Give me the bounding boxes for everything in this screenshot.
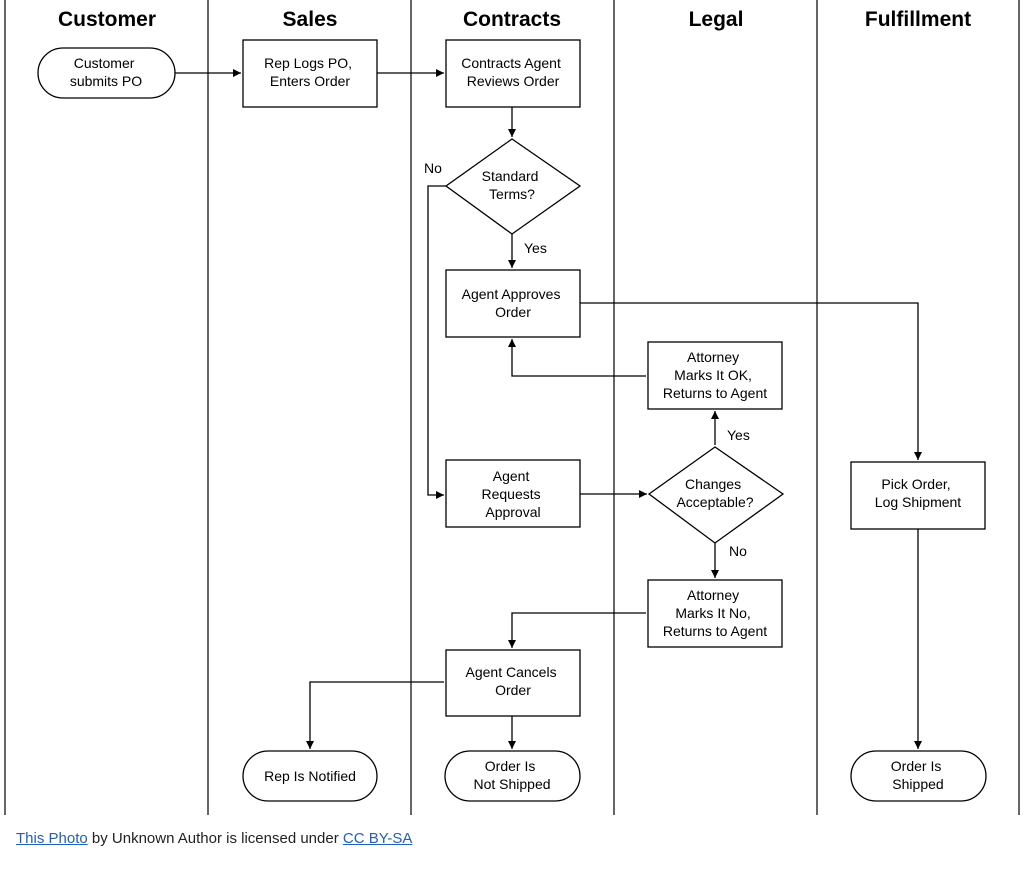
node-text-line: Pick Order,	[881, 476, 950, 492]
node-order-not-shipped: Order Is Not Shipped	[444, 750, 581, 802]
node-text-line: Returns to Agent	[663, 623, 767, 639]
node-text-line: Attorney	[687, 587, 739, 603]
node-pick-order: Pick Order, Log Shipment	[850, 461, 986, 530]
process-box	[445, 459, 581, 528]
node-text-line: Order	[495, 682, 531, 698]
credit-text: by Unknown Author is licensed under	[87, 830, 343, 847]
terminal-shape	[242, 750, 378, 802]
svg-text:Changes Acceptable?: Changes Acceptable?	[676, 476, 753, 510]
swimlane-flowchart: Customer Sales Contracts Legal Fulfillme…	[4, 0, 1020, 815]
node-text-line: Agent Cancels	[466, 664, 557, 680]
node-text-line: Reviews Order	[467, 73, 560, 89]
node-text-line: Standard	[482, 168, 539, 184]
arrow-approve-to-pick	[580, 302, 922, 460]
node-attorney-marks-no: Attorney Marks It No, Returns to Agent	[647, 579, 783, 648]
svg-text:Order Is Shipped: Order Is Shipped	[891, 758, 945, 792]
lane-title-fulfillment: Fulfillment	[865, 8, 971, 31]
node-agent-cancels-order: Agent Cancels Order	[445, 649, 581, 717]
process-box	[445, 269, 581, 338]
svg-text:Agent Approves Order: Agent Approves Order	[462, 286, 565, 320]
node-rep-is-notified: Rep Is Notified	[242, 750, 378, 802]
node-text-line: Marks It No,	[675, 605, 750, 621]
svg-text:Rep Is Notified: Rep Is Notified	[264, 768, 356, 784]
node-agent-reviews-order: Contracts Agent Reviews Order	[445, 39, 581, 108]
terminal-shape	[850, 750, 987, 802]
node-text-line: Rep Is Notified	[264, 768, 356, 784]
lane-dividers	[4, 0, 1020, 815]
svg-text:Rep Logs PO, Enters Orde: Rep Logs PO, Enters Order	[264, 55, 356, 89]
svg-text:Standard Terms?: Standard Terms?	[482, 168, 543, 202]
terminal-shape	[37, 47, 176, 99]
photo-credit: This Photo by Unknown Author is licensed…	[16, 830, 412, 847]
svg-text:Order Is Not Shipped: Order Is Not Shipped	[473, 758, 550, 792]
node-text-line: Agent	[493, 468, 530, 484]
node-text-line: Contracts Agent	[461, 55, 561, 71]
edge-label-changes-yes: Yes	[727, 427, 750, 443]
node-order-is-shipped: Order Is Shipped	[850, 750, 987, 802]
process-box	[242, 39, 378, 108]
process-box	[850, 461, 986, 530]
node-attorney-marks-ok: Attorney Marks It OK, Returns to Agent	[647, 341, 783, 410]
svg-text:Pick Order, Log Shipment: Pick Order, Log Shipment	[875, 476, 962, 510]
lane-title-sales: Sales	[283, 8, 338, 31]
node-changes-acceptable-decision: Changes Acceptable?	[647, 446, 785, 544]
license-link[interactable]: CC BY-SA	[342, 830, 413, 847]
connectors	[175, 69, 922, 749]
process-box	[445, 649, 581, 717]
lane-title-legal: Legal	[689, 8, 744, 31]
svg-text:Agent Cancels Order: Agent Cancels Order	[466, 664, 561, 698]
node-text-line: Returns to Agent	[663, 385, 767, 401]
terminal-shape	[444, 750, 581, 802]
edge-label-standard-terms-yes: Yes	[524, 240, 547, 256]
node-text-line: Customer	[74, 55, 135, 71]
node-text-line: Rep Logs PO,	[264, 55, 352, 71]
node-text-line: Log Shipment	[875, 494, 962, 510]
node-text-line: Acceptable?	[676, 494, 753, 510]
svg-text:Contracts Agent Reviews: Contracts Agent Reviews Order	[461, 55, 565, 89]
node-text-line: Not Shipped	[473, 776, 550, 792]
arrow-terms-no	[427, 185, 446, 499]
svg-text:Attorney Marks It No,: Attorney Marks It No, Returns to Agent	[663, 587, 767, 639]
lane-title-contracts: Contracts	[463, 8, 561, 31]
svg-text:Agent Requests App: Agent Requests Approval	[481, 468, 544, 520]
node-agent-requests-approval: Agent Requests Approval	[445, 459, 581, 528]
node-text-line: Shipped	[892, 776, 943, 792]
node-agent-approves-order: Agent Approves Order	[445, 269, 581, 338]
process-box	[445, 39, 581, 108]
photo-link[interactable]: This Photo	[16, 830, 88, 847]
node-rep-logs-po: Rep Logs PO, Enters Order	[242, 39, 378, 108]
node-text-line: submits PO	[70, 73, 142, 89]
decision-diamond	[647, 446, 785, 544]
node-text-line: Requests	[481, 486, 540, 502]
svg-text:Attorney Marks It OK,: Attorney Marks It OK, Returns to Agent	[663, 349, 767, 401]
arrow-no-to-cancel	[508, 612, 646, 648]
node-text-line: Order Is	[891, 758, 942, 774]
node-text-line: Marks It OK,	[674, 367, 752, 383]
process-box	[647, 579, 783, 648]
node-standard-terms-decision: Standard Terms?	[444, 138, 582, 235]
node-text-line: Order Is	[485, 758, 536, 774]
process-box	[647, 341, 783, 410]
node-text-line: Changes	[685, 476, 741, 492]
svg-text:Customer submits PO: Customer submits PO	[70, 55, 142, 89]
arrow-ok-to-approve	[508, 339, 646, 377]
arrow-cancel-to-rep	[306, 681, 444, 749]
edge-label-standard-terms-no: No	[424, 160, 442, 176]
node-text-line: Attorney	[687, 349, 739, 365]
node-text-line: Order	[495, 304, 531, 320]
decision-diamond	[444, 138, 582, 235]
edge-label-changes-no: No	[729, 543, 747, 559]
node-customer-submits-po: Customer submits PO	[37, 47, 176, 99]
node-text-line: Enters Order	[270, 73, 350, 89]
node-text-line: Approval	[485, 504, 540, 520]
node-text-line: Agent Approves	[462, 286, 561, 302]
lane-title-customer: Customer	[58, 8, 156, 31]
node-text-line: Terms?	[489, 186, 535, 202]
